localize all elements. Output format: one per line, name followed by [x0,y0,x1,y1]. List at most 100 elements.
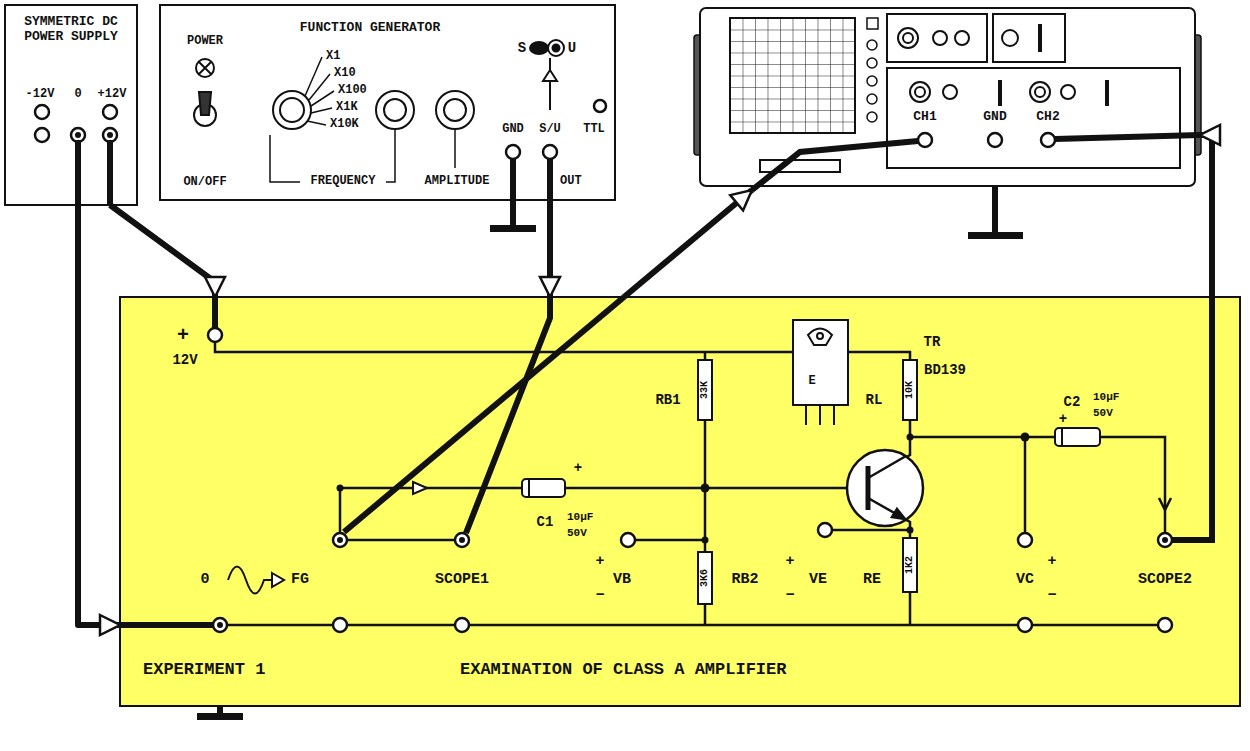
transistor-package [793,320,848,405]
rotary-knob [280,98,304,122]
terminal-core [75,132,81,138]
terminal-label: +12V [98,88,127,102]
part-name: C1 [537,514,554,530]
power-lamp [196,59,214,77]
transistor-symbol [847,450,923,526]
range-pointer [305,57,334,125]
scope-housing [993,14,1065,62]
base-arrow [413,482,427,494]
transistor-package [806,405,834,425]
terminal-core [337,537,343,543]
probe-cable [752,141,918,190]
board-terminal [213,618,227,632]
probe-cable [752,135,1200,190]
circuit-wire [340,539,462,542]
capacitor-symbol [1055,428,1100,446]
polarity-sign: + [177,324,189,347]
part-value: 50V [1093,407,1113,420]
circuit-wire [1159,498,1171,510]
scope-knob [1030,82,1050,102]
supply-cable [107,140,113,205]
range-pointer [307,121,326,125]
capacitor-symbol [1061,428,1063,446]
power-supply-housing [5,5,137,205]
signal-symbol [228,567,284,594]
channel-label: CH2 [1036,110,1059,125]
scope-button [867,18,878,29]
scope-button [867,40,877,50]
test-cable [110,205,215,297]
range-pointer [311,91,334,106]
resistor-symbol [698,360,712,420]
resistor-value: 33K [700,381,710,399]
test-cable [624,190,752,297]
scope-button [867,58,877,68]
power-lamp [199,62,211,74]
resistor-symbol [903,360,917,420]
range-label: X1K [336,101,358,115]
part-name: TR [924,334,941,350]
power-supply-housing [5,5,137,205]
control-bracket [270,135,300,182]
scope-terminal [918,133,932,147]
board-terminal [1018,618,1032,632]
terminal-label: VE [809,571,827,588]
scope-slider [998,80,1002,106]
power-switch [194,92,216,126]
resistor-symbol [903,538,917,592]
scope-screen [730,18,855,133]
scope-terminal [988,133,1002,147]
scope-knob [955,31,969,45]
oscilloscope: CH1GNDCH2 [695,5,1200,190]
control-bracket [454,130,456,168]
scope-housing [760,160,840,172]
scope-knob [910,82,930,102]
generator-housing [160,5,615,200]
junction-dot [907,434,914,441]
pin-label: E [808,375,815,389]
range-label: X1 [326,50,340,64]
terminal-label: OUT [560,175,582,189]
polarity-sign: + [574,460,582,476]
voltage-label: 12V [172,352,197,368]
switch-label: U [568,40,576,56]
board-terminal [1018,533,1032,547]
channel-label: GND [983,110,1006,125]
supply-terminal [35,105,49,119]
circuit-wire [340,488,522,533]
range-label: X10 [334,67,356,81]
transistor-symbol [847,450,923,526]
board-terminal [455,618,469,632]
scope-button [867,112,877,122]
terminal-label: VC [1016,571,1034,588]
part-name: RB1 [655,392,680,408]
experiment-board [120,297,1240,706]
switch-label: S [518,40,526,56]
experiment-board: EXPERIMENT 1EXAMINATION OF CLASS A AMPLI… [120,297,1240,706]
resistor-value: 3K6 [700,569,710,587]
supply-cable [78,140,110,205]
terminal-core [217,537,1168,628]
mode-switch [543,70,557,81]
supply-terminal [35,105,117,142]
board-cable [212,297,218,328]
board-terminal [333,618,347,632]
scope-knob [898,28,1075,102]
terminal-label: -12V [26,88,55,102]
terminal-core [217,622,223,628]
board-cable [120,622,213,628]
generator-terminal [594,100,606,112]
ground-bar [197,713,243,720]
scope-button [867,18,878,122]
supply-cable [75,140,81,205]
board-terminal [1158,533,1172,547]
resistor-symbol [698,552,712,604]
ground-bar [490,225,536,232]
part-number: BD139 [924,362,966,378]
circuit-wire [215,342,1171,625]
terminal-label: SCOPE2 [1138,571,1192,588]
terminal-label: S/U [539,123,561,137]
rotary-knob [384,99,406,121]
scope-housing [700,8,1195,186]
